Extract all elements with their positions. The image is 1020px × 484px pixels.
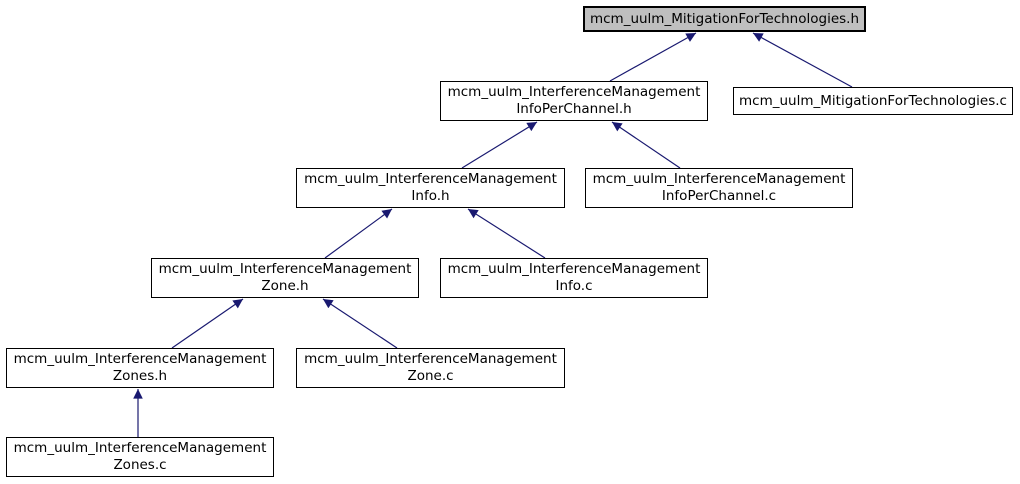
node-label-line1: mcm_uulm_InterferenceManagement <box>447 261 701 277</box>
node-interference-management-info-c[interactable]: mcm_uulm_InterferenceManagement Info.c <box>440 258 708 298</box>
node-label-line1: mcm_uulm_InterferenceManagement <box>158 261 412 277</box>
node-label-line1: mcm_uulm_InterferenceManagement <box>592 171 846 187</box>
node-label-line2: Zone.c <box>407 368 454 384</box>
node-label-line1: mcm_uulm_InterferenceManagement <box>447 84 701 100</box>
node-label-line2: Zones.c <box>113 457 167 473</box>
node-label-line2: InfoPerChannel.h <box>516 101 632 117</box>
node-label-line1: mcm_uulm_InterferenceManagement <box>13 351 267 367</box>
node-label-line2: Zones.h <box>112 368 168 384</box>
edge-info-c-to-info-h <box>467 208 546 259</box>
node-mitigation-for-technologies-c[interactable]: mcm_uulm_MitigationForTechnologies.c <box>733 87 1013 115</box>
node-label-line2: Info.c <box>555 278 593 294</box>
edge-infoperchannel-c-to-infoperchannel-h <box>611 121 681 169</box>
node-interference-management-info-per-channel-c[interactable]: mcm_uulm_InterferenceManagement InfoPerC… <box>585 168 853 208</box>
edge-info-h-to-infoperchannel-h <box>461 121 538 169</box>
edge-zone-c-to-zone-h <box>322 298 398 349</box>
node-label-line2: Info.h <box>411 188 450 204</box>
node-interference-management-zones-c[interactable]: mcm_uulm_InterferenceManagement Zones.c <box>6 437 274 477</box>
node-label-line1: mcm_uulm_InterferenceManagement <box>304 171 557 187</box>
edge-zone-h-to-info-h <box>324 208 393 259</box>
node-label: mcm_uulm_MitigationForTechnologies.c <box>739 92 1007 109</box>
node-label-line1: mcm_uulm_InterferenceManagement <box>304 351 557 367</box>
node-interference-management-zone-c[interactable]: mcm_uulm_InterferenceManagement Zone.c <box>296 348 565 388</box>
node-interference-management-zones-h[interactable]: mcm_uulm_InterferenceManagement Zones.h <box>6 348 274 388</box>
node-mitigation-for-technologies-h: mcm_uulm_MitigationForTechnologies.h <box>583 6 866 32</box>
edge-infoperchannel-h-to-mitigation-h <box>609 32 697 82</box>
node-interference-management-zone-h[interactable]: mcm_uulm_InterferenceManagement Zone.h <box>151 258 419 298</box>
node-interference-management-info-per-channel-h[interactable]: mcm_uulm_InterferenceManagement InfoPerC… <box>440 81 708 121</box>
node-label-line2: InfoPerChannel.c <box>661 188 777 204</box>
node-label-line2: Zone.h <box>261 278 309 294</box>
edge-mitigation-c-to-mitigation-h <box>752 32 853 88</box>
edge-zones-h-to-zone-h <box>171 298 244 349</box>
node-interference-management-info-h[interactable]: mcm_uulm_InterferenceManagement Info.h <box>296 168 565 208</box>
node-label-line1: mcm_uulm_InterferenceManagement <box>13 440 267 456</box>
node-label: mcm_uulm_MitigationForTechnologies.h <box>589 10 860 27</box>
